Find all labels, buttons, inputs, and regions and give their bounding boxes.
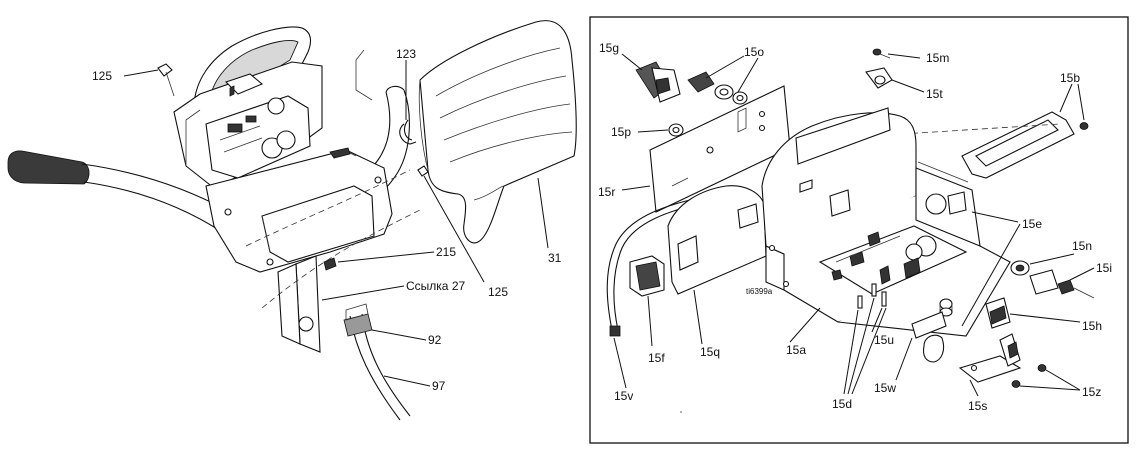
label-15n: 15n xyxy=(1072,239,1092,253)
part-15h xyxy=(985,297,1011,329)
label-15d: 15d xyxy=(832,397,852,411)
label-15a: 15a xyxy=(786,343,806,357)
figure-id: ti6399a xyxy=(746,287,773,296)
label-215: 215 xyxy=(436,245,456,259)
label-15w: 15w xyxy=(874,381,896,395)
left-assembly-drawing: 125 123 215 Ссылка 27 125 31 92 97 xyxy=(7,20,577,421)
right-frame xyxy=(589,16,1129,444)
label-92: 92 xyxy=(428,333,442,347)
label-15q: 15q xyxy=(700,345,720,359)
part-15v xyxy=(606,195,709,337)
stray-mark xyxy=(680,411,682,413)
label-15m: 15m xyxy=(926,51,949,65)
label-125-center: 125 xyxy=(488,285,508,299)
label-125-top: 125 xyxy=(92,69,112,83)
label-97: 97 xyxy=(432,379,446,393)
part-15d-standoffs xyxy=(857,283,887,309)
part-15f xyxy=(629,255,665,297)
clip-123 xyxy=(399,119,417,145)
right-leader-lines xyxy=(613,53,1095,397)
label-15h: 15h xyxy=(1082,319,1102,333)
part-15b xyxy=(901,111,1089,179)
bracket-ref27 xyxy=(245,169,421,353)
cable-92-97 xyxy=(343,303,411,421)
label-15u: 15u xyxy=(874,333,894,347)
screw-125-center xyxy=(417,165,429,177)
part-15w xyxy=(911,311,947,363)
cover-31 xyxy=(418,20,577,244)
part-15q xyxy=(667,185,767,295)
part-15z xyxy=(1011,364,1047,388)
label-15o: 15o xyxy=(744,45,764,59)
label-15f: 15f xyxy=(648,351,665,365)
part-15m xyxy=(872,48,891,59)
label-15s: 15s xyxy=(968,399,987,413)
label-15e: 15e xyxy=(1022,217,1042,231)
part-15o xyxy=(687,71,748,105)
label-15i: 15i xyxy=(1096,261,1112,275)
part-15g xyxy=(635,61,681,103)
display-housing xyxy=(173,26,323,189)
part-15d-pcb xyxy=(818,225,968,295)
label-123: 123 xyxy=(396,47,416,61)
label-31: 31 xyxy=(548,251,562,265)
part-15p xyxy=(668,123,684,137)
label-15z: 15z xyxy=(1082,385,1101,399)
label-15v: 15v xyxy=(614,389,633,403)
right-assembly-drawing: ti6399a 15g 15o 15m 15t 15b 15p 15r 15e … xyxy=(589,16,1129,444)
label-15b: 15b xyxy=(1060,71,1080,85)
part-15n xyxy=(1010,260,1030,276)
label-15r: 15r xyxy=(598,185,615,199)
label-15p: 15p xyxy=(611,125,631,139)
part-15s xyxy=(958,333,1022,383)
label-15g: 15g xyxy=(599,41,619,55)
screw-125-top xyxy=(157,63,175,97)
part-15i xyxy=(1029,269,1095,299)
label-ref27: Ссылка 27 xyxy=(406,279,465,293)
left-leader-lines xyxy=(123,60,549,387)
part-15t xyxy=(865,67,893,89)
label-15t: 15t xyxy=(926,87,943,101)
